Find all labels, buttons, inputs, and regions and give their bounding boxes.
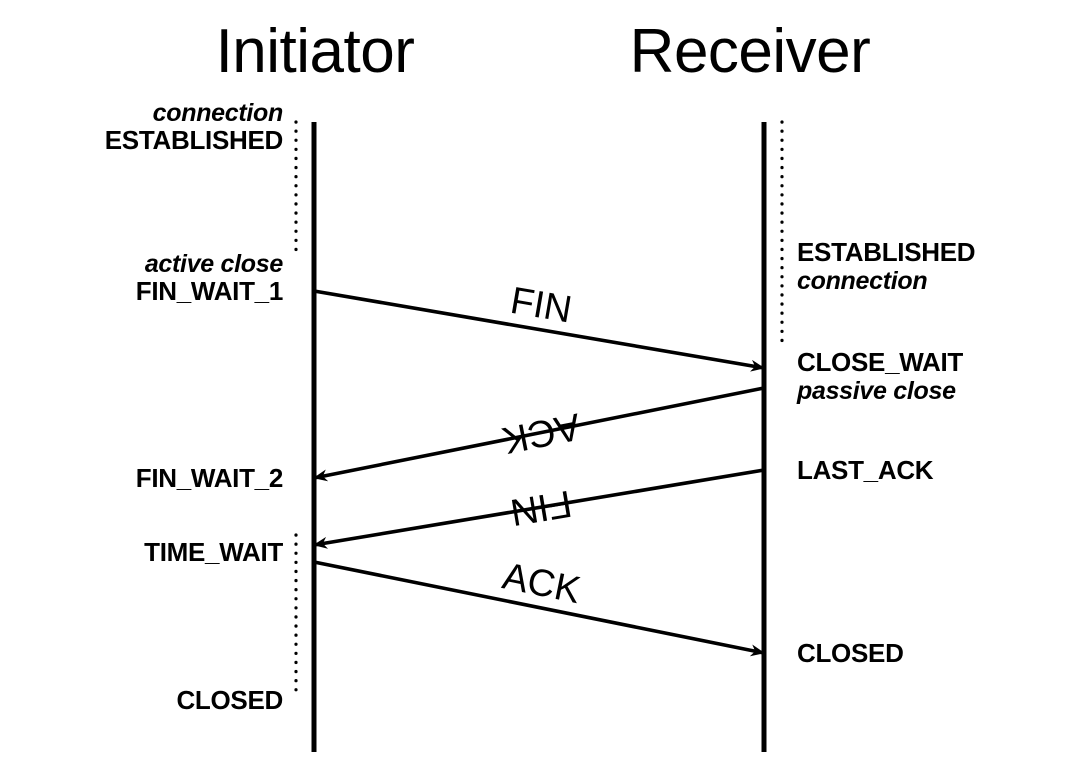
message-arrow-fin-2 bbox=[313, 468, 765, 549]
state-note-fin-wait-1: active close bbox=[145, 250, 284, 278]
dotted-guides bbox=[294, 120, 784, 692]
message-label-ack-1: ACK bbox=[499, 405, 584, 462]
state-label-fin-wait-1: FIN_WAIT_1 bbox=[136, 276, 283, 306]
state-label-closed-right: CLOSED bbox=[797, 638, 904, 668]
state-note-close-wait: passive close bbox=[796, 377, 956, 405]
receiver-state-labels: ESTABLISHED connection CLOSE_WAIT passiv… bbox=[796, 237, 976, 668]
state-label-fin-wait-2: FIN_WAIT_2 bbox=[136, 463, 283, 493]
initiator-state-labels: connection ESTABLISHED active close FIN_… bbox=[105, 99, 284, 715]
state-note-established-right: connection bbox=[797, 267, 927, 295]
message-arrow-ack-1 bbox=[313, 386, 765, 482]
message-arrows bbox=[313, 289, 765, 657]
state-label-closed-left: CLOSED bbox=[176, 685, 283, 715]
state-label-last-ack: LAST_ACK bbox=[797, 455, 934, 485]
message-label-fin-1: FIN bbox=[507, 280, 574, 332]
state-label-established-left: ESTABLISHED bbox=[105, 125, 283, 155]
page-title-receiver: Receiver bbox=[630, 17, 871, 86]
message-arrow-ack-2 bbox=[313, 560, 765, 657]
message-arrow-fin-1 bbox=[313, 289, 765, 372]
state-label-established-right: ESTABLISHED bbox=[797, 237, 975, 267]
state-label-close-wait: CLOSE_WAIT bbox=[797, 347, 963, 377]
message-label-fin-2: FIN bbox=[507, 482, 574, 533]
state-note-established-left: connection bbox=[153, 99, 283, 127]
page-title-initiator: Initiator bbox=[216, 17, 415, 86]
state-label-time-wait: TIME_WAIT bbox=[144, 537, 283, 567]
